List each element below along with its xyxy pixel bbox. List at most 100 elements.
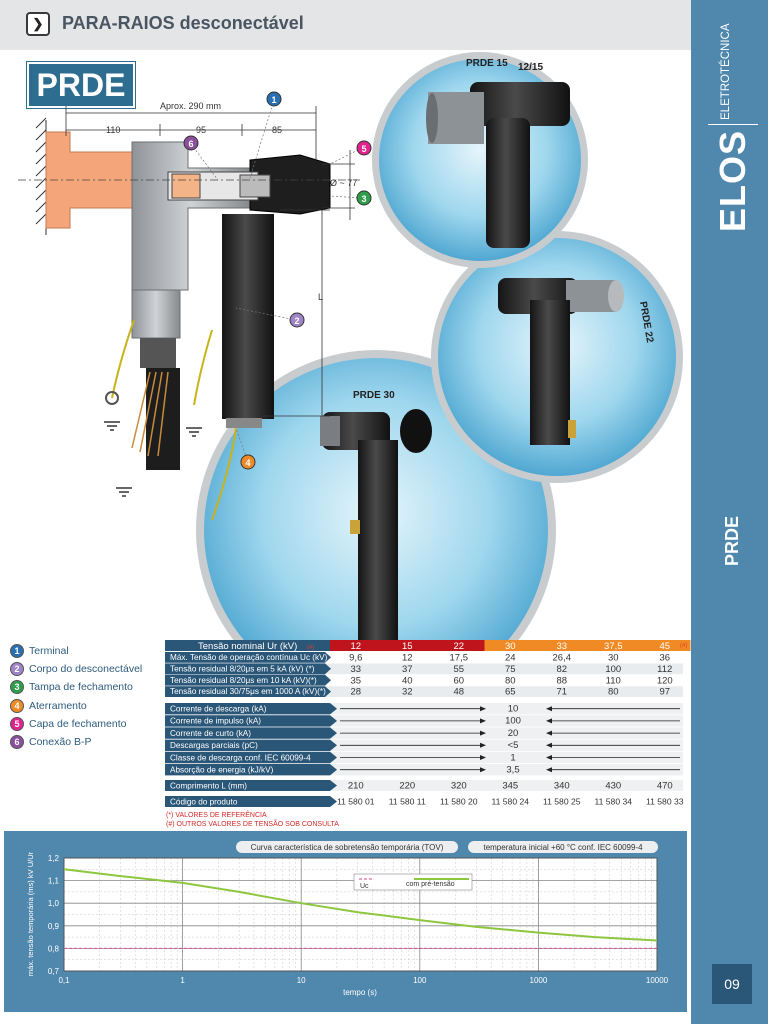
table-row-bg [165,663,683,675]
product-illustration: PRDE 30 PRDE 22 PRDE 15 12/15 [18,52,683,640]
product-code-cell: 11 580 24 [491,797,529,807]
row-label: Corrente de curto (kA) [170,729,251,738]
y-axis-label: máx. tensão temporária (ms) kV U/Ur [26,851,35,976]
row-label: Tensão residual 30/75μs em 1000 A (kV)(*… [170,687,326,696]
table-cell: 82 [556,664,567,675]
voltage-col-header [587,640,639,651]
page-header: ❯ PARA-RAIOS desconectável [0,0,691,50]
table-cell: 80 [505,675,516,686]
product-code-cell: 11 580 20 [440,797,478,807]
sidebar-divider [708,124,758,125]
table-row-bg [165,652,683,663]
table-cell: 110 [606,675,621,686]
table-cell: 12 [402,653,413,664]
table-cell: 26,4 [553,653,572,664]
photo-label-prde30: PRDE 30 [353,390,395,401]
row-label: Absorção de energia (kJ/kV) [170,766,274,775]
range-arrowhead-right [480,718,486,724]
table-cell: 40 [402,675,413,686]
row-label: Classe de descarga conf. IEC 60099-4 [170,753,311,762]
table-header-cell [165,640,330,651]
legend-label: Capa de fechamento [29,717,127,730]
voltage-col-label: 22 [453,641,464,652]
table-row-bg [165,686,683,697]
table-cell: 10 [508,704,519,715]
table-note: (*) VALORES DE REFERÊNCIA [166,810,267,819]
legend-badge-3: 3 [10,680,24,695]
row-label: Máx. Tensão de operação contínua Uc (kV) [170,653,328,662]
legend-badge-2: 2 [10,662,24,677]
product-code-cell: 11 580 25 [543,797,581,807]
table-cell: 48 [453,687,464,698]
technical-drawing: Aprox. 290 mm 110 95 85 Ø ~ 77 L 1 2 3 4… [18,91,372,521]
voltage-col-header [536,640,588,651]
table-cell: 210 [348,781,364,792]
svg-text:3: 3 [361,194,366,204]
range-arrowhead-left [546,755,552,760]
range-arrowhead-right [480,755,486,760]
series-line-pretension [63,868,658,942]
table-cell: 470 [657,781,673,792]
legend-item: 2 Corpo do desconectável [10,660,160,678]
table-cell: 345 [502,781,518,792]
table-cell: 60 [453,675,464,686]
row-label-arrow [165,674,331,686]
y-tick-label: 0,7 [48,967,60,976]
photo-label-prde15: PRDE 15 [466,58,508,69]
table-cell: 20 [508,728,519,739]
page-number: 09 [712,964,752,1004]
legend-badge-4: 4 [10,698,24,713]
chevron-right-icon[interactable]: ❯ [26,12,50,36]
x-tick-label: 0,1 [58,976,70,985]
chart-subtitle-box [468,841,658,853]
voltage-col-header [330,640,382,651]
range-arrowhead-right [480,706,486,712]
table-cell: 120 [657,675,673,686]
dim-diameter-label: Ø ~ 77 [330,178,357,188]
table-cell: 9,6 [349,653,362,664]
range-arrowhead-left [546,767,552,773]
page-title: PARA-RAIOS desconectável [62,13,304,33]
photo-label-prde15-range: 12/15 [518,62,543,73]
dim-approx-label: Aprox. 290 mm [160,101,221,111]
row-label-arrow [165,727,337,739]
voltage-col-header [484,640,536,651]
row-label-arrow [165,751,337,764]
table-cell: 88 [556,675,567,686]
voltage-col-header [639,640,691,651]
callout-1: 1 [266,91,282,107]
table-cell: 75 [505,664,516,675]
range-arrowhead-left [546,742,552,748]
table-cell: 17,5 [450,653,469,664]
legend-label-uc: Uc [360,883,369,890]
svg-text:1: 1 [271,95,276,105]
row-label-arrow [165,686,331,697]
legend-label: Corpo do desconectável [29,663,143,676]
x-tick-label: 100 [413,976,427,985]
row-label-arrow [165,652,331,663]
row-label: Descargas parciais (pC) [170,741,258,750]
callout-5: 5 [356,140,372,156]
row-label-arrow [165,796,337,807]
table-cell: 340 [554,781,570,792]
voltage-col-label: 37,5 [604,641,623,652]
range-arrowhead-right [480,730,486,736]
table-side-mark: (#) [680,643,687,649]
table-note: (#) OUTROS VALORES DE TENSÃO SOB CONSULT… [166,819,339,828]
product-label: PRDE [27,62,135,108]
y-tick-label: 0,8 [48,944,60,953]
table-cell: 36 [659,653,670,664]
x-tick-label: 10000 [646,976,669,985]
callout-4: 4 [240,454,256,470]
table-cell: 220 [399,781,415,792]
range-arrowhead-right [480,767,486,773]
table-cell: 24 [505,653,516,664]
range-arrowhead-left [546,730,552,736]
row-label: Tensão residual 8/20μs em 10 kA (kV)(*) [170,676,317,685]
callout-2: 2 [289,312,305,328]
x-tick-label: 10 [297,976,306,985]
